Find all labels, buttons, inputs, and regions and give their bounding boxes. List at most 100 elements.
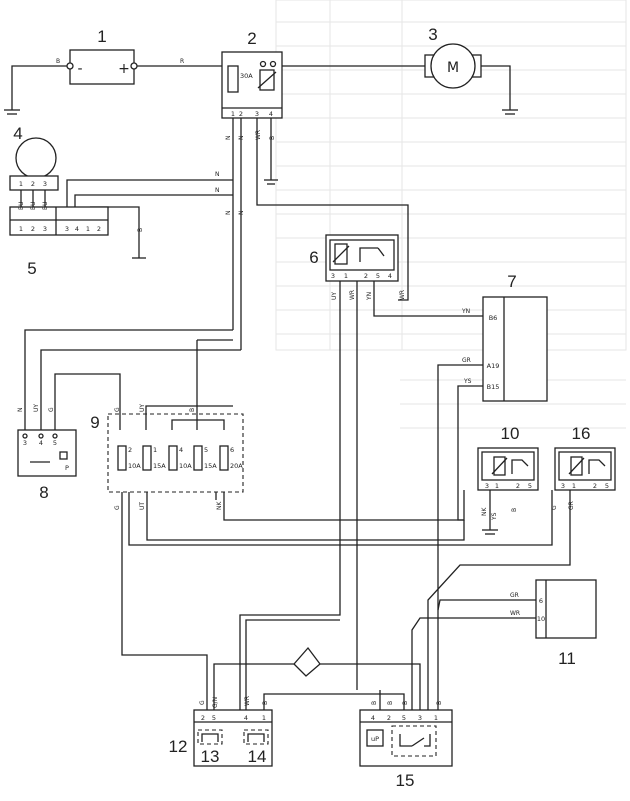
fuse-4: 4 10A <box>168 445 192 471</box>
relay-fuse-block: 30A 1 2 3 4 2 <box>221 29 283 119</box>
svg-text:10A: 10A <box>179 462 192 470</box>
svg-text:GR: GR <box>510 592 519 599</box>
svg-text:UY: UY <box>33 404 40 412</box>
label-10: 10 <box>501 424 520 443</box>
label-9: 9 <box>90 413 99 432</box>
wire-labels: B R N N N N N N WR B BU BU BU B UY WR YN… <box>17 58 575 708</box>
svg-text:1: 1 <box>231 110 235 118</box>
ecu-7: B6 A19 B15 7 <box>482 272 548 402</box>
svg-text:5: 5 <box>204 446 208 454</box>
svg-text:B: B <box>387 701 394 705</box>
motor-symbol: M <box>447 60 459 76</box>
label-1: 1 <box>97 27 106 46</box>
svg-text:2: 2 <box>593 482 597 490</box>
svg-text:WR: WR <box>349 290 356 300</box>
svg-text:WR: WR <box>255 130 262 140</box>
label-8: 8 <box>39 483 48 502</box>
svg-text:N: N <box>225 136 232 141</box>
svg-text:BU: BU <box>30 201 37 210</box>
svg-text:N: N <box>215 171 220 178</box>
switch-13 <box>197 729 223 745</box>
svg-text:UY: UY <box>139 404 146 412</box>
svg-text:3: 3 <box>43 225 47 233</box>
switch-14 <box>243 729 269 745</box>
svg-text:5: 5 <box>53 439 57 447</box>
controller-15: 4 2 5 3 1 uP 15 <box>359 709 453 790</box>
svg-text:NK: NK <box>216 501 223 510</box>
relay-fuse-rating: 30A <box>240 72 253 80</box>
svg-text:UT: UT <box>139 502 146 510</box>
fuse-1: 1 15A <box>142 445 166 471</box>
battery-minus: - <box>77 61 82 77</box>
label-12: 12 <box>169 737 188 756</box>
battery-plus: + <box>118 61 130 77</box>
svg-text:1: 1 <box>153 446 157 454</box>
svg-text:B: B <box>436 701 443 705</box>
svg-text:B: B <box>402 701 409 705</box>
label-16: 16 <box>572 424 591 443</box>
svg-text:2: 2 <box>239 110 243 118</box>
svg-text:5: 5 <box>402 714 406 722</box>
svg-text:6: 6 <box>539 597 543 605</box>
svg-text:B: B <box>189 408 196 412</box>
svg-text:YN: YN <box>366 292 373 301</box>
svg-text:2: 2 <box>31 225 35 233</box>
svg-text:3: 3 <box>23 439 27 447</box>
svg-text:B: B <box>56 58 60 65</box>
svg-text:B15: B15 <box>487 383 500 391</box>
svg-text:B: B <box>137 228 144 232</box>
svg-text:4: 4 <box>179 446 183 454</box>
svg-text:G: G <box>114 407 121 412</box>
relay-10: 3 1 2 5 10 <box>477 424 539 491</box>
svg-text:3: 3 <box>43 180 47 188</box>
svg-text:G: G <box>114 505 121 510</box>
svg-text:6: 6 <box>230 446 234 454</box>
svg-text:1: 1 <box>86 225 90 233</box>
svg-text:4: 4 <box>388 272 392 280</box>
fuse-box-9: 2 10A 1 15A 4 10A 5 15A 6 20A 9 <box>90 413 244 493</box>
label-14: 14 <box>248 747 267 766</box>
svg-text:3: 3 <box>255 110 259 118</box>
svg-text:BU: BU <box>18 201 25 210</box>
svg-text:5: 5 <box>528 482 532 490</box>
svg-text:3: 3 <box>65 225 69 233</box>
svg-text:G: G <box>48 407 55 412</box>
svg-text:G: G <box>199 700 206 705</box>
svg-text:GR: GR <box>568 501 575 510</box>
svg-text:15A: 15A <box>153 462 166 470</box>
svg-text:4: 4 <box>39 439 43 447</box>
svg-text:5: 5 <box>376 272 380 280</box>
module-11: 6 10 11 <box>535 579 597 668</box>
battery: - + 1 <box>66 27 138 85</box>
svg-text:B: B <box>262 701 269 705</box>
svg-text:R: R <box>180 58 184 65</box>
svg-text:A19: A19 <box>487 362 500 370</box>
svg-text:B6: B6 <box>489 314 498 322</box>
svg-text:B: B <box>269 136 276 140</box>
svg-text:10A: 10A <box>128 462 141 470</box>
svg-text:N: N <box>225 211 232 216</box>
svg-text:2: 2 <box>387 714 391 722</box>
svg-text:4: 4 <box>244 714 248 722</box>
svg-text:4: 4 <box>75 225 79 233</box>
label-15: 15 <box>396 771 415 790</box>
svg-text:1: 1 <box>262 714 266 722</box>
svg-text:3: 3 <box>485 482 489 490</box>
wires <box>4 65 571 710</box>
label-3: 3 <box>428 25 437 44</box>
svg-text:2: 2 <box>516 482 520 490</box>
svg-text:3: 3 <box>418 714 422 722</box>
svg-text:20A: 20A <box>230 462 243 470</box>
svg-text:YN: YN <box>461 308 470 315</box>
label-13: 13 <box>201 747 220 766</box>
microprocessor-label: uP <box>371 735 379 743</box>
svg-text:5: 5 <box>605 482 609 490</box>
svg-text:1: 1 <box>344 272 348 280</box>
svg-text:15A: 15A <box>204 462 217 470</box>
svg-text:1: 1 <box>572 482 576 490</box>
label-5: 5 <box>27 259 36 278</box>
svg-text:NK: NK <box>481 507 488 516</box>
svg-text:B: B <box>511 508 518 512</box>
